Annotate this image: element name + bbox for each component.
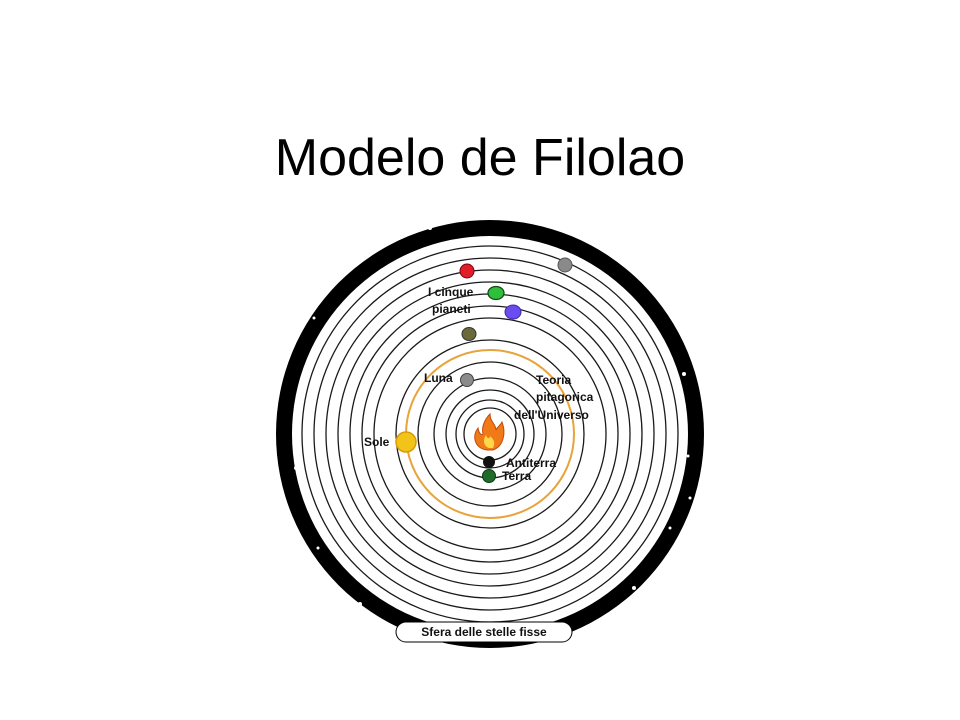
label-sun: Sole [364,435,390,449]
label-planets-line2: pianeti [432,302,471,316]
fixed-stars-plate [395,621,573,643]
orbit [417,361,563,507]
label-planets-line1: I cinque [428,285,474,299]
central-fire-icon [474,412,505,451]
label-theory-line3: dell'Universo [514,408,589,422]
orbit [395,339,585,529]
sun [395,431,417,453]
planet-gray [557,257,573,273]
philolaus-model-diagram: I cinque pianeti Luna Teoria pitagorica … [274,208,714,660]
label-theory-line2: pitagorica [536,390,594,404]
earth [482,469,496,483]
moon [460,373,474,387]
diagram-svg: I cinque pianeti Luna Teoria pitagorica … [276,220,704,648]
label-moon: Luna [424,371,453,385]
orbit [325,269,655,599]
orbit [433,377,547,491]
label-theory-line1: Teoria [536,373,571,387]
stars-decoration [294,226,692,634]
planet-blue [504,304,522,320]
orbit [455,399,525,469]
planet-olive [461,327,477,341]
orbit [361,305,619,563]
planet-green [487,285,505,301]
label-fixed-stars: Sfera delle stelle fisse [421,625,547,639]
slide-title: Modelo de Filolao [274,129,686,187]
label-earth: Terra [502,469,531,483]
planet-red [459,263,475,279]
orbit [337,281,643,587]
label-counter-earth: Antiterra [506,456,556,470]
counter-earth [483,456,495,468]
orbit [373,317,607,551]
orbit [313,257,667,611]
